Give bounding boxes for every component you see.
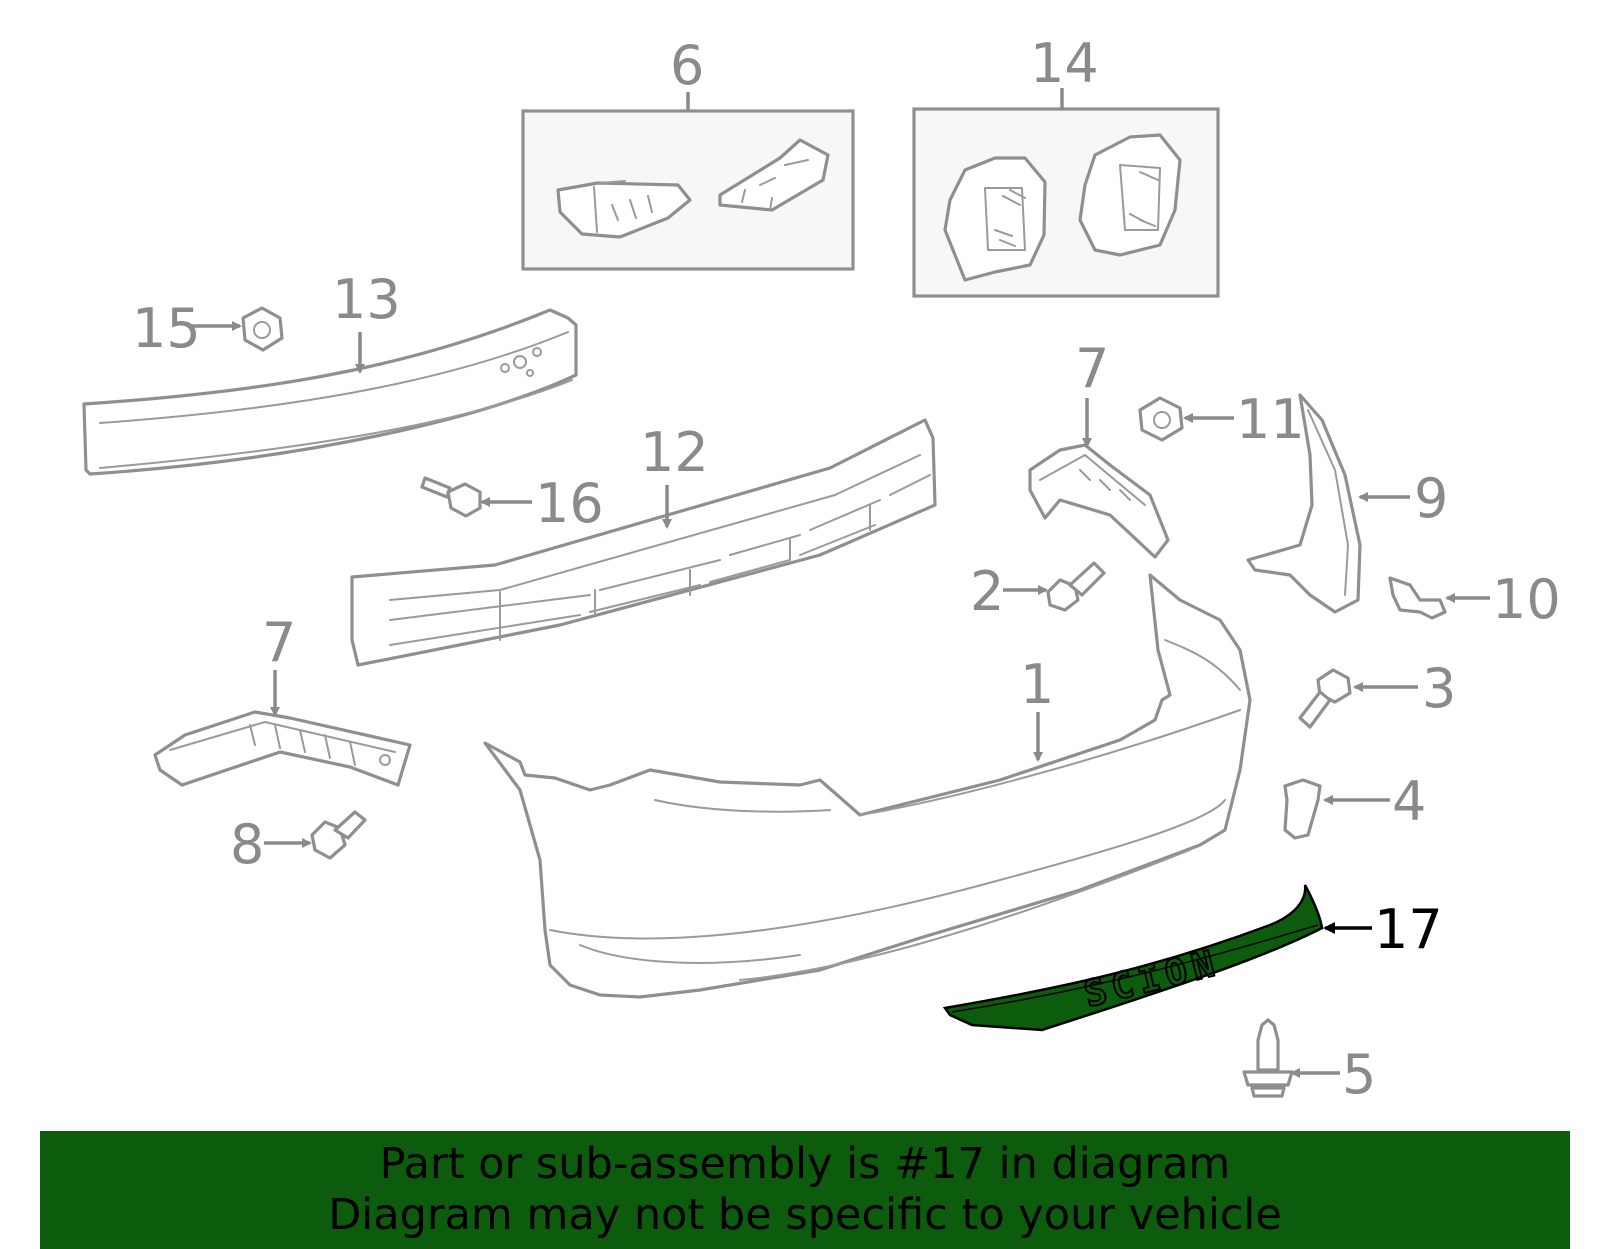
banner-line-2: Diagram may not be specific to your vehi… — [328, 1190, 1282, 1240]
part-9-bracket[interactable] — [1246, 393, 1362, 614]
callout-5: 5 — [1342, 1043, 1376, 1106]
callout-10: 10 — [1492, 568, 1561, 631]
callout-9: 9 — [1414, 467, 1448, 530]
callout-6: 6 — [670, 34, 704, 97]
part-3-bolt[interactable] — [1298, 668, 1352, 729]
part-14-box[interactable] — [912, 107, 1220, 298]
callout-7a: 7 — [262, 611, 296, 674]
callout-8: 8 — [230, 813, 264, 876]
part-11-nut[interactable] — [1138, 396, 1184, 442]
part-7-right-bracket[interactable] — [1028, 443, 1170, 559]
scion-emblem: SCION — [1080, 942, 1224, 1015]
callout-3: 3 — [1422, 657, 1456, 720]
part-13-reinforcement[interactable] — [82, 308, 578, 476]
callout-16: 16 — [535, 472, 604, 535]
part-8-bolt[interactable] — [310, 810, 367, 860]
part-15-nut[interactable] — [241, 306, 284, 352]
callout-13: 13 — [332, 268, 401, 331]
part-16-bolt[interactable] — [420, 476, 482, 518]
part-7-left-bracket[interactable] — [153, 710, 412, 787]
part-10-clip[interactable] — [1388, 576, 1447, 620]
callout-14: 14 — [1030, 32, 1099, 95]
part-12-absorber[interactable] — [350, 418, 937, 667]
banner-line-1: Part or sub-assembly is #17 in diagram — [379, 1139, 1231, 1189]
callout-17: 17 — [1374, 898, 1443, 961]
callout-1: 1 — [1020, 653, 1054, 716]
part-2-bolt[interactable] — [1046, 561, 1106, 612]
callout-11: 11 — [1236, 388, 1305, 451]
info-banner: Part or sub-assembly is #17 in diagram D… — [40, 1131, 1570, 1249]
callout-4: 4 — [1392, 770, 1426, 833]
callout-7b: 7 — [1075, 337, 1109, 400]
callout-12: 12 — [640, 421, 709, 484]
part-4-clip[interactable] — [1283, 778, 1322, 840]
part-1-bumper-cover[interactable] — [483, 573, 1252, 999]
callout-2: 2 — [970, 560, 1004, 623]
part-5-pin[interactable] — [1242, 1018, 1294, 1098]
part-6-box[interactable] — [521, 109, 855, 271]
callout-15: 15 — [132, 297, 201, 360]
